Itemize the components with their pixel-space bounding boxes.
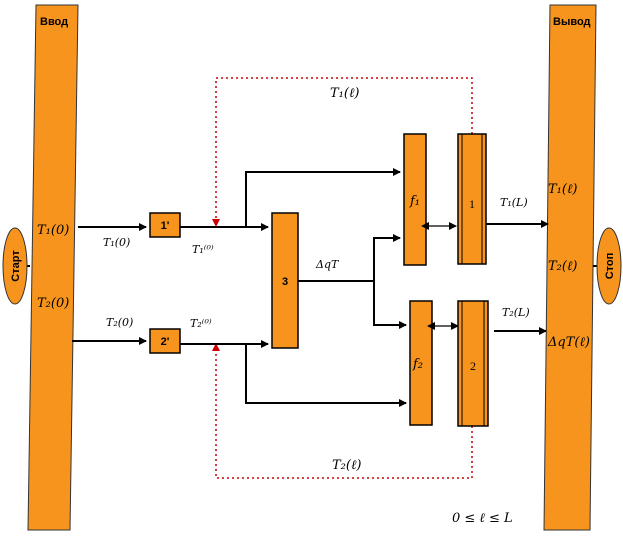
exchanger-2[interactable] [457,300,489,427]
feedback-bottom-line [212,343,473,479]
t2-L-label: T₂(L) [502,306,530,319]
block-2-prime[interactable] [149,328,181,354]
block-2-prime-label: 2' [161,336,170,348]
output-bar [543,4,597,531]
t1-0-label: T₁(0) [103,236,130,249]
block-f2[interactable] [409,300,433,426]
t1-init-label: T₁⁽⁰⁾ [192,243,214,256]
stop-node[interactable] [596,227,622,305]
block-3[interactable] [271,212,299,349]
t2-init-label: T₂⁽⁰⁾ [190,317,212,330]
start-node[interactable] [2,227,28,305]
input-bar [27,4,79,531]
branch-bottom [245,344,407,407]
t1-L-label: T₁(L) [500,196,528,209]
arrow-3-to-f1 [373,234,401,281]
block-3-label: 3 [282,276,288,288]
feedback-bottom-label: T₂(ℓ) [332,458,361,473]
dq-label: ΔqT [315,258,340,271]
range-label: 0 ≤ ℓ ≤ L [452,511,513,526]
arrow-3-to-f2 [373,281,407,329]
block-f1-label: f₁ [409,194,420,209]
exchanger-2-label: 2 [470,359,476,373]
input-title: Ввод [40,16,68,28]
output-title: Вывод [553,16,591,28]
feedback-top-label: T₁(ℓ) [330,86,359,101]
block-1-prime-label: 1' [161,220,170,232]
block-1-prime[interactable] [149,212,181,238]
t2-0-label: T₂(0) [106,316,133,329]
exchanger-1[interactable] [457,133,487,265]
block-f2-label: f₂ [412,357,423,372]
output-dq-label: ΔqT(ℓ) [547,335,590,350]
input-t1-label: T₁(0) [37,223,69,238]
block-f1[interactable] [403,133,427,266]
exchanger-1-label: 1 [469,197,475,211]
branch-top [245,168,401,227]
output-t1-label: T₁(ℓ) [548,182,577,197]
feedback-top-line [212,77,473,227]
output-t2-label: T₂(ℓ) [548,259,577,274]
input-t2-label: T₂(0) [37,296,69,311]
stop-label: Стоп [604,253,616,280]
start-label: Старт [10,250,22,282]
